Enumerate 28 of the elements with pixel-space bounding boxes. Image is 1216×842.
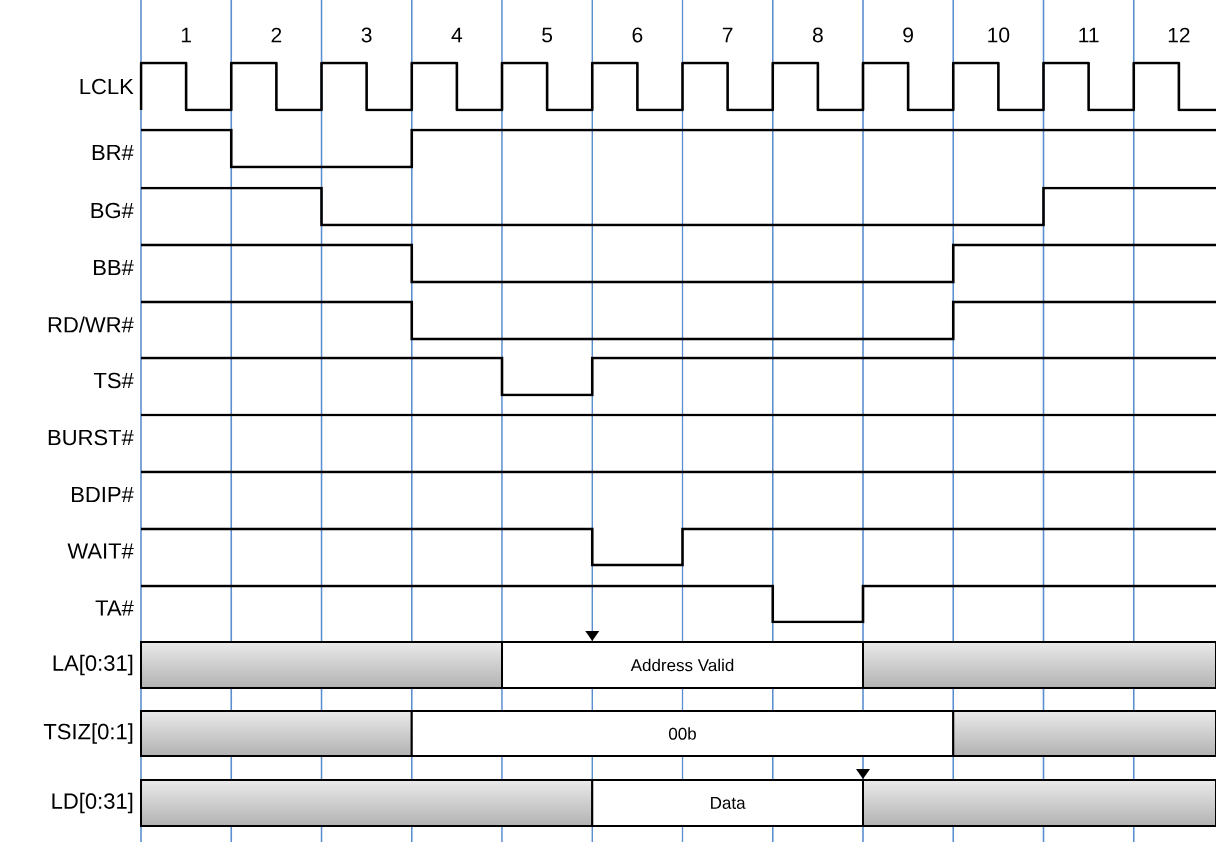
cycle-number: 7 xyxy=(722,27,733,43)
signal-name: BR# xyxy=(92,144,134,161)
signal-name: LA[0:31] xyxy=(53,654,133,676)
bus-value: Data xyxy=(591,779,864,827)
signal-name: WAIT# xyxy=(67,543,134,559)
signal-name: TSIZ[0:1] xyxy=(43,723,133,744)
signal-name: TA# xyxy=(95,600,134,616)
signal-name: RD/WR# xyxy=(48,316,134,333)
cycle-number: 12 xyxy=(1168,27,1190,43)
signal-name: BG# xyxy=(91,202,134,219)
signal-name: LCLK xyxy=(80,78,134,95)
cycle-number: 1 xyxy=(181,27,191,43)
cycle-number: 8 xyxy=(812,27,823,43)
cycle-number: 3 xyxy=(361,27,372,43)
bus-value: 00b xyxy=(410,710,955,757)
signal-name: BB# xyxy=(94,259,134,276)
signal-name: BDIP# xyxy=(72,486,134,503)
cycle-number: 9 xyxy=(903,27,913,43)
cycle-number: 5 xyxy=(542,27,553,43)
cycle-number: 2 xyxy=(271,27,282,43)
signal-name: BURST# xyxy=(48,429,134,446)
cycle-number: 4 xyxy=(451,27,463,43)
bus-value: Address Valid xyxy=(501,641,864,689)
signal-name: TS# xyxy=(93,372,134,389)
cycle-number: 6 xyxy=(632,27,643,43)
cycle-number: 10 xyxy=(988,27,1010,43)
signal-name: LD[0:31] xyxy=(52,792,133,814)
cycle-number: 11 xyxy=(1079,27,1099,43)
